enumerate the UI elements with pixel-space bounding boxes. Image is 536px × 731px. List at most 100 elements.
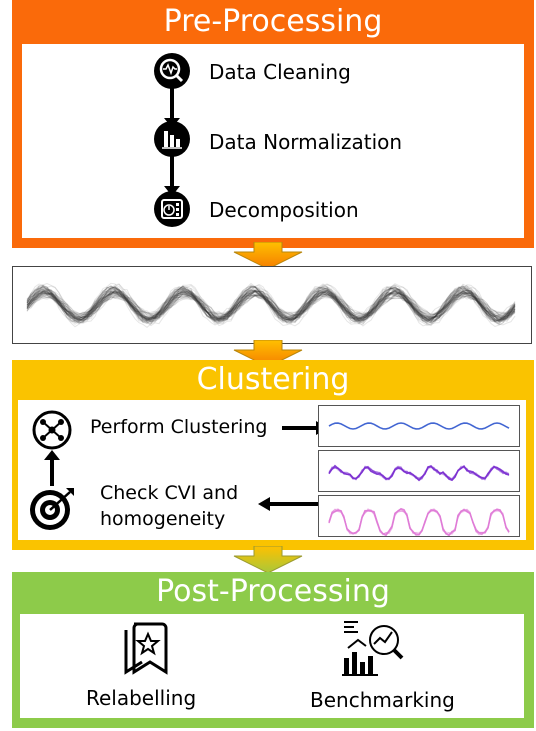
cluster-series-line — [328, 508, 510, 536]
step-label-data-normalization: Data Normalization — [209, 130, 403, 154]
cluster-series-line — [328, 465, 510, 481]
bar-chart-icon — [153, 120, 191, 158]
overview-series-line — [26, 285, 516, 322]
clustering-stage: Clustering — [12, 360, 534, 550]
overview-series-line — [26, 290, 516, 323]
overview-series-line — [26, 295, 516, 321]
check-cvi-line-2: homogeneity — [100, 508, 226, 530]
overview-series-line — [26, 290, 516, 320]
benchmarking-label: Benchmarking — [310, 688, 455, 712]
cluster-series-line — [328, 507, 510, 536]
overview-series-line — [26, 285, 516, 320]
flow-arrow-2 — [233, 340, 303, 368]
cluster-chart-3 — [318, 495, 520, 537]
overview-series-line — [26, 292, 516, 316]
overview-series-line — [26, 294, 516, 319]
cluster-series-line — [328, 507, 510, 536]
cluster-series-line — [328, 465, 510, 481]
overview-series-line — [26, 289, 516, 321]
overview-series-line — [26, 293, 516, 321]
overview-series-line — [26, 289, 516, 320]
check-cvi-label: Check CVI and homogeneity — [100, 480, 238, 532]
overview-series-line — [26, 291, 516, 322]
overview-series-line — [26, 288, 516, 329]
post-processing-stage: Post-Processing Relabelling — [12, 572, 534, 728]
cluster-series-line — [328, 464, 510, 481]
overview-series-line — [26, 291, 516, 321]
pre-processing-title: Pre-Processing — [163, 4, 383, 39]
overview-series-line — [26, 293, 516, 323]
pre-processing-stage: Pre-Processing Data Cleaning — [12, 0, 534, 248]
cluster-chart-2 — [318, 450, 520, 492]
overview-series-line — [26, 290, 516, 317]
left-arrow — [258, 497, 318, 511]
badge-star-icon — [120, 620, 170, 678]
overview-series-line — [26, 288, 516, 325]
overview-series-line — [26, 285, 516, 324]
overview-series-line — [26, 286, 516, 321]
overview-series-line — [26, 287, 516, 327]
time-series-overview — [12, 266, 532, 344]
overview-series-line — [26, 290, 516, 321]
overview-series-line — [26, 285, 516, 323]
overview-series-line — [26, 286, 516, 320]
post-processing-panel: Relabelling Ben — [20, 614, 524, 718]
overview-series-line — [26, 285, 516, 323]
overview-series-line — [26, 292, 516, 318]
cluster-series-line — [328, 464, 510, 482]
overview-series-line — [26, 289, 516, 320]
up-arrow — [44, 450, 60, 486]
overview-series-line — [26, 290, 516, 323]
check-cvi-line-1: Check CVI and — [100, 482, 239, 504]
overview-series-line — [26, 294, 516, 322]
step-label-decomposition: Decomposition — [209, 198, 359, 222]
pre-processing-panel: Data Cleaning Data Normalization — [22, 44, 524, 238]
overview-series-line — [26, 289, 516, 326]
flow-arrow-3 — [233, 546, 303, 574]
step-label-data-cleaning: Data Cleaning — [209, 60, 351, 84]
perform-clustering-label: Perform Clustering — [90, 416, 268, 438]
post-processing-title: Post-Processing — [156, 574, 390, 609]
overview-series-line — [26, 290, 516, 322]
overview-series-line — [26, 293, 516, 323]
analytics-icon — [340, 618, 404, 678]
overview-series-line — [26, 289, 516, 322]
overview-series-line — [26, 292, 516, 321]
clustering-title: Clustering — [196, 362, 350, 397]
overview-series-line — [26, 289, 516, 321]
overview-series-line — [26, 285, 516, 325]
overview-series-line — [26, 291, 516, 321]
overview-series-line — [26, 285, 516, 325]
overview-series-line — [26, 289, 516, 318]
overview-series-line — [26, 287, 516, 318]
network-icon — [32, 410, 72, 450]
overview-series-line — [26, 288, 516, 323]
overview-series-line — [26, 282, 516, 322]
overview-series-line — [26, 284, 516, 324]
overview-series-line — [26, 294, 516, 322]
overview-series-line — [26, 286, 516, 322]
overview-series-line — [26, 287, 516, 326]
overview-series-line — [26, 284, 516, 321]
cluster-series-line — [328, 422, 510, 430]
overview-series-line — [26, 288, 516, 323]
cluster-series-line — [328, 508, 510, 536]
cluster-series-line — [328, 422, 510, 430]
overview-series-line — [26, 290, 516, 323]
cluster-series-line — [328, 422, 510, 430]
relabelling-label: Relabelling — [86, 686, 197, 710]
cluster-series-line — [328, 465, 510, 481]
overview-series-line — [26, 285, 516, 321]
cluster-series-line — [328, 508, 510, 535]
overview-series-line — [26, 294, 516, 320]
flow-arrow-1 — [233, 242, 303, 270]
cluster-series-line — [328, 508, 510, 536]
cluster-series-line — [328, 465, 510, 482]
overview-series-line — [26, 288, 516, 316]
overview-series-line — [26, 288, 516, 316]
target-icon — [28, 484, 78, 534]
cluster-chart-1 — [318, 405, 520, 447]
dashboard-icon — [153, 190, 191, 228]
cluster-series-line — [328, 465, 510, 481]
cluster-series-line — [328, 464, 510, 481]
